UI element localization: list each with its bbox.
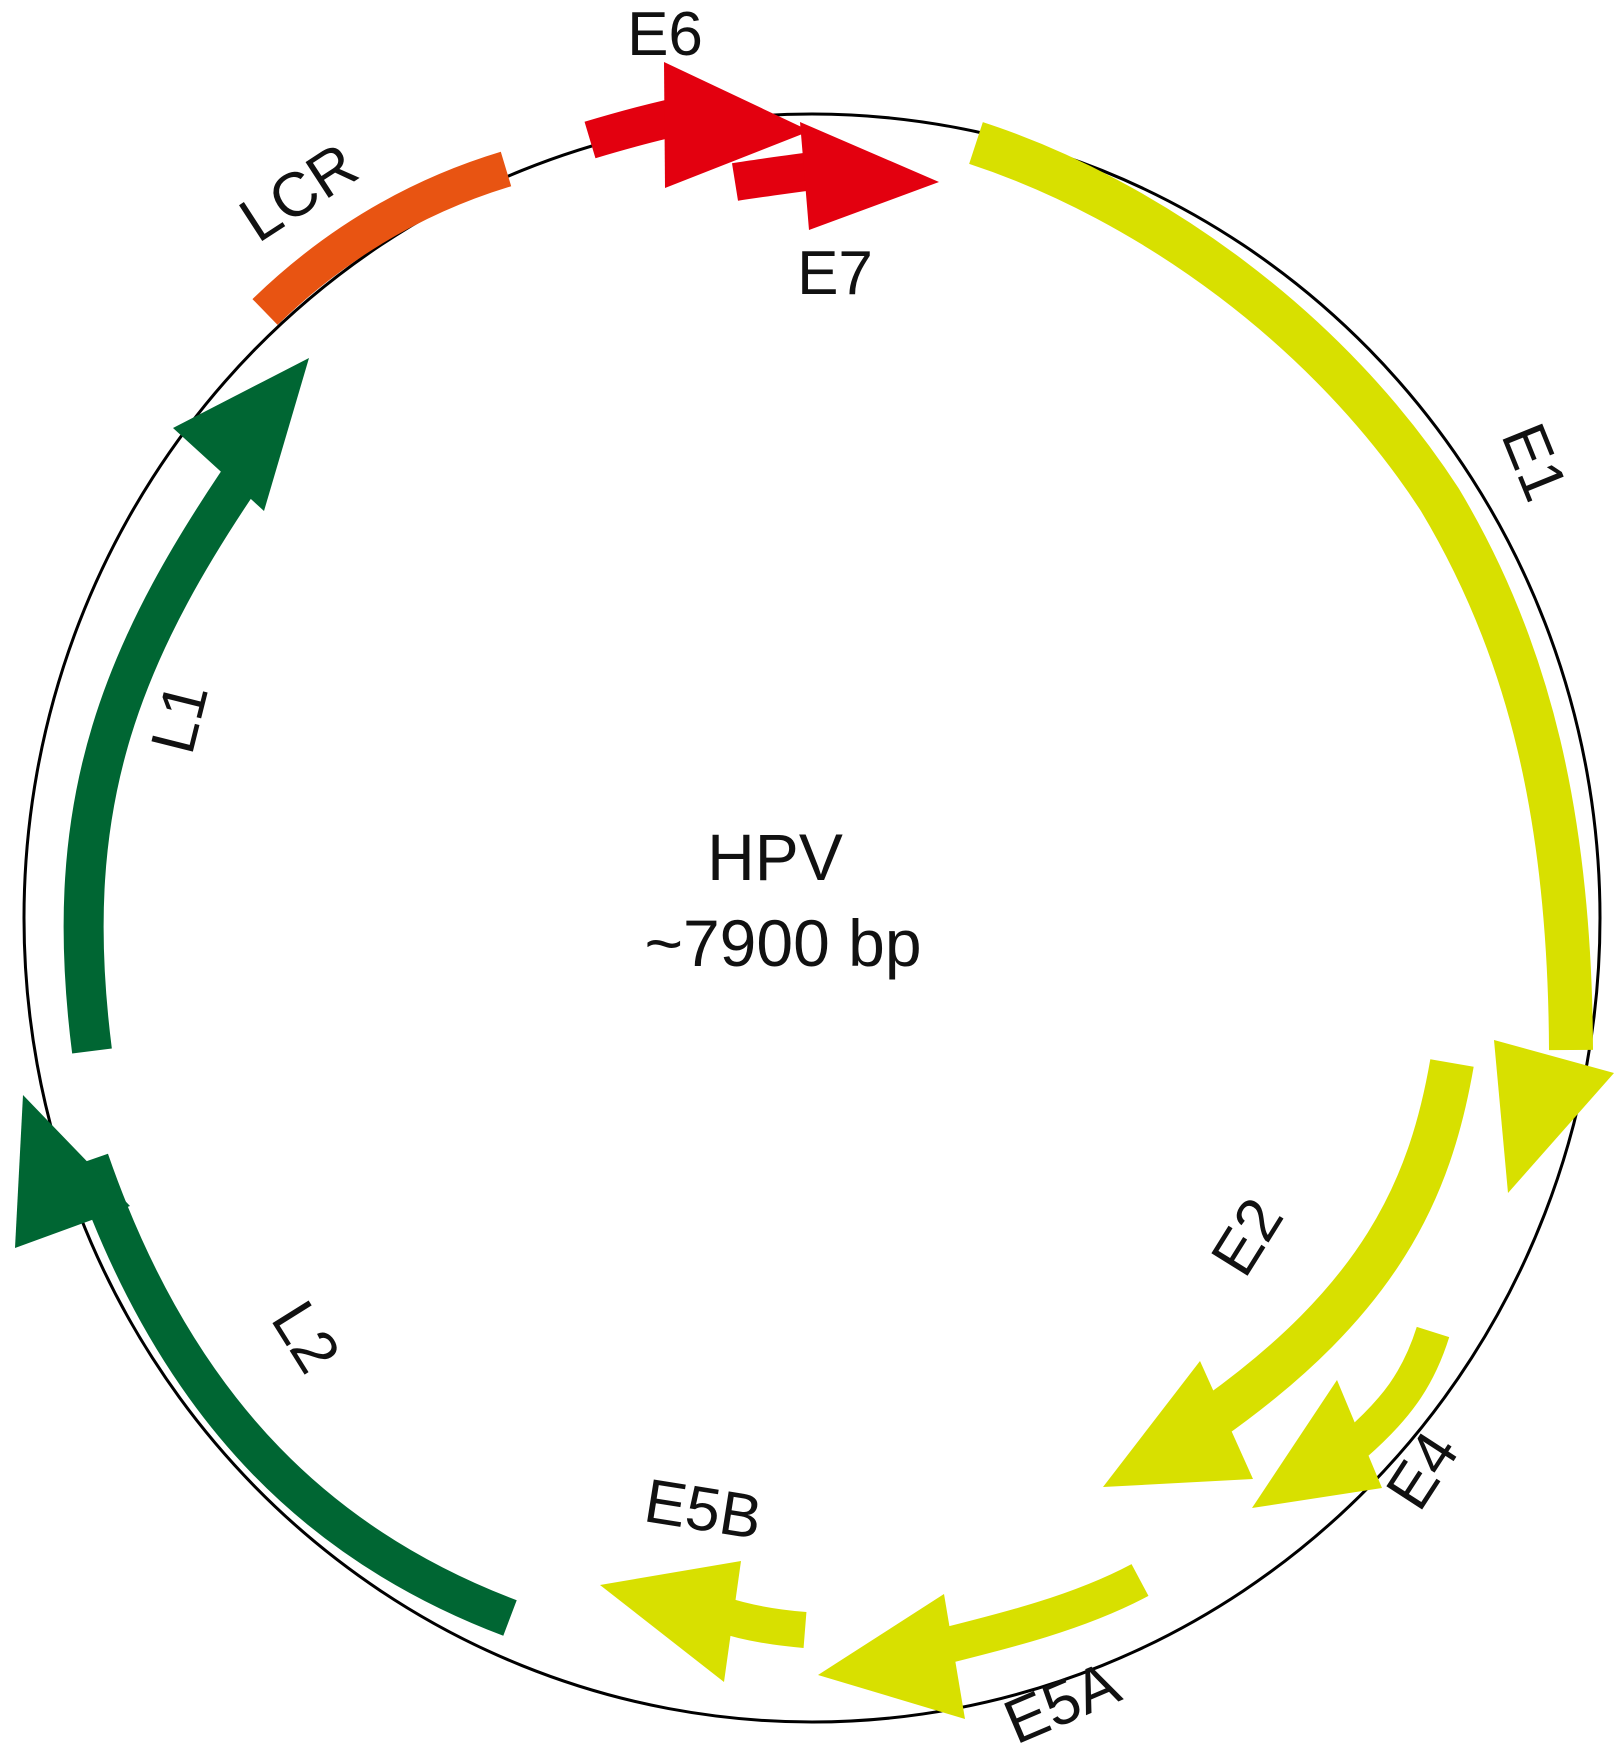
e7-label: E7 — [797, 239, 873, 308]
e5a-label: E5A — [995, 1648, 1130, 1756]
lcr-region: LCR — [228, 130, 512, 325]
gene-e5a: E5A — [818, 1564, 1149, 1758]
genome-title: HPV — [707, 820, 843, 894]
e1-shaft — [969, 122, 1593, 1051]
genome-backbone — [22, 112, 1602, 1724]
gene-e5b: E5B — [600, 1467, 807, 1682]
e1-arrowhead — [1494, 1040, 1614, 1193]
e2-shaft — [1197, 1059, 1474, 1438]
e5a-arrowhead — [818, 1594, 965, 1719]
gene-e6: E6 — [584, 0, 810, 188]
e2-label: E2 — [1198, 1187, 1297, 1288]
e4-shaft — [1343, 1326, 1450, 1458]
l1-arrowhead — [173, 358, 309, 511]
genome-size: ~7900 bp — [644, 906, 921, 980]
gene-e1: E1 — [969, 122, 1614, 1193]
e6-arrowhead — [664, 62, 810, 188]
gene-l1: L1 — [63, 358, 309, 1054]
e5a-shaft — [915, 1564, 1149, 1670]
lcr-bar — [252, 151, 512, 325]
l1-label: L1 — [138, 676, 222, 760]
gene-l2: L2 — [15, 1095, 517, 1636]
e1-label: E1 — [1488, 414, 1580, 510]
e5b-arrowhead — [600, 1561, 741, 1682]
gene-e7: E7 — [731, 122, 939, 308]
e5b-label: E5B — [640, 1467, 767, 1553]
l1-shaft — [63, 438, 277, 1054]
l2-label: L2 — [258, 1290, 353, 1385]
e2-arrowhead — [1103, 1361, 1253, 1487]
e7-arrowhead — [800, 122, 939, 230]
e6-label: E6 — [627, 0, 703, 69]
l2-arrowhead — [15, 1095, 130, 1248]
l2-shaft — [72, 1153, 517, 1636]
e4-arrowhead — [1252, 1380, 1382, 1508]
